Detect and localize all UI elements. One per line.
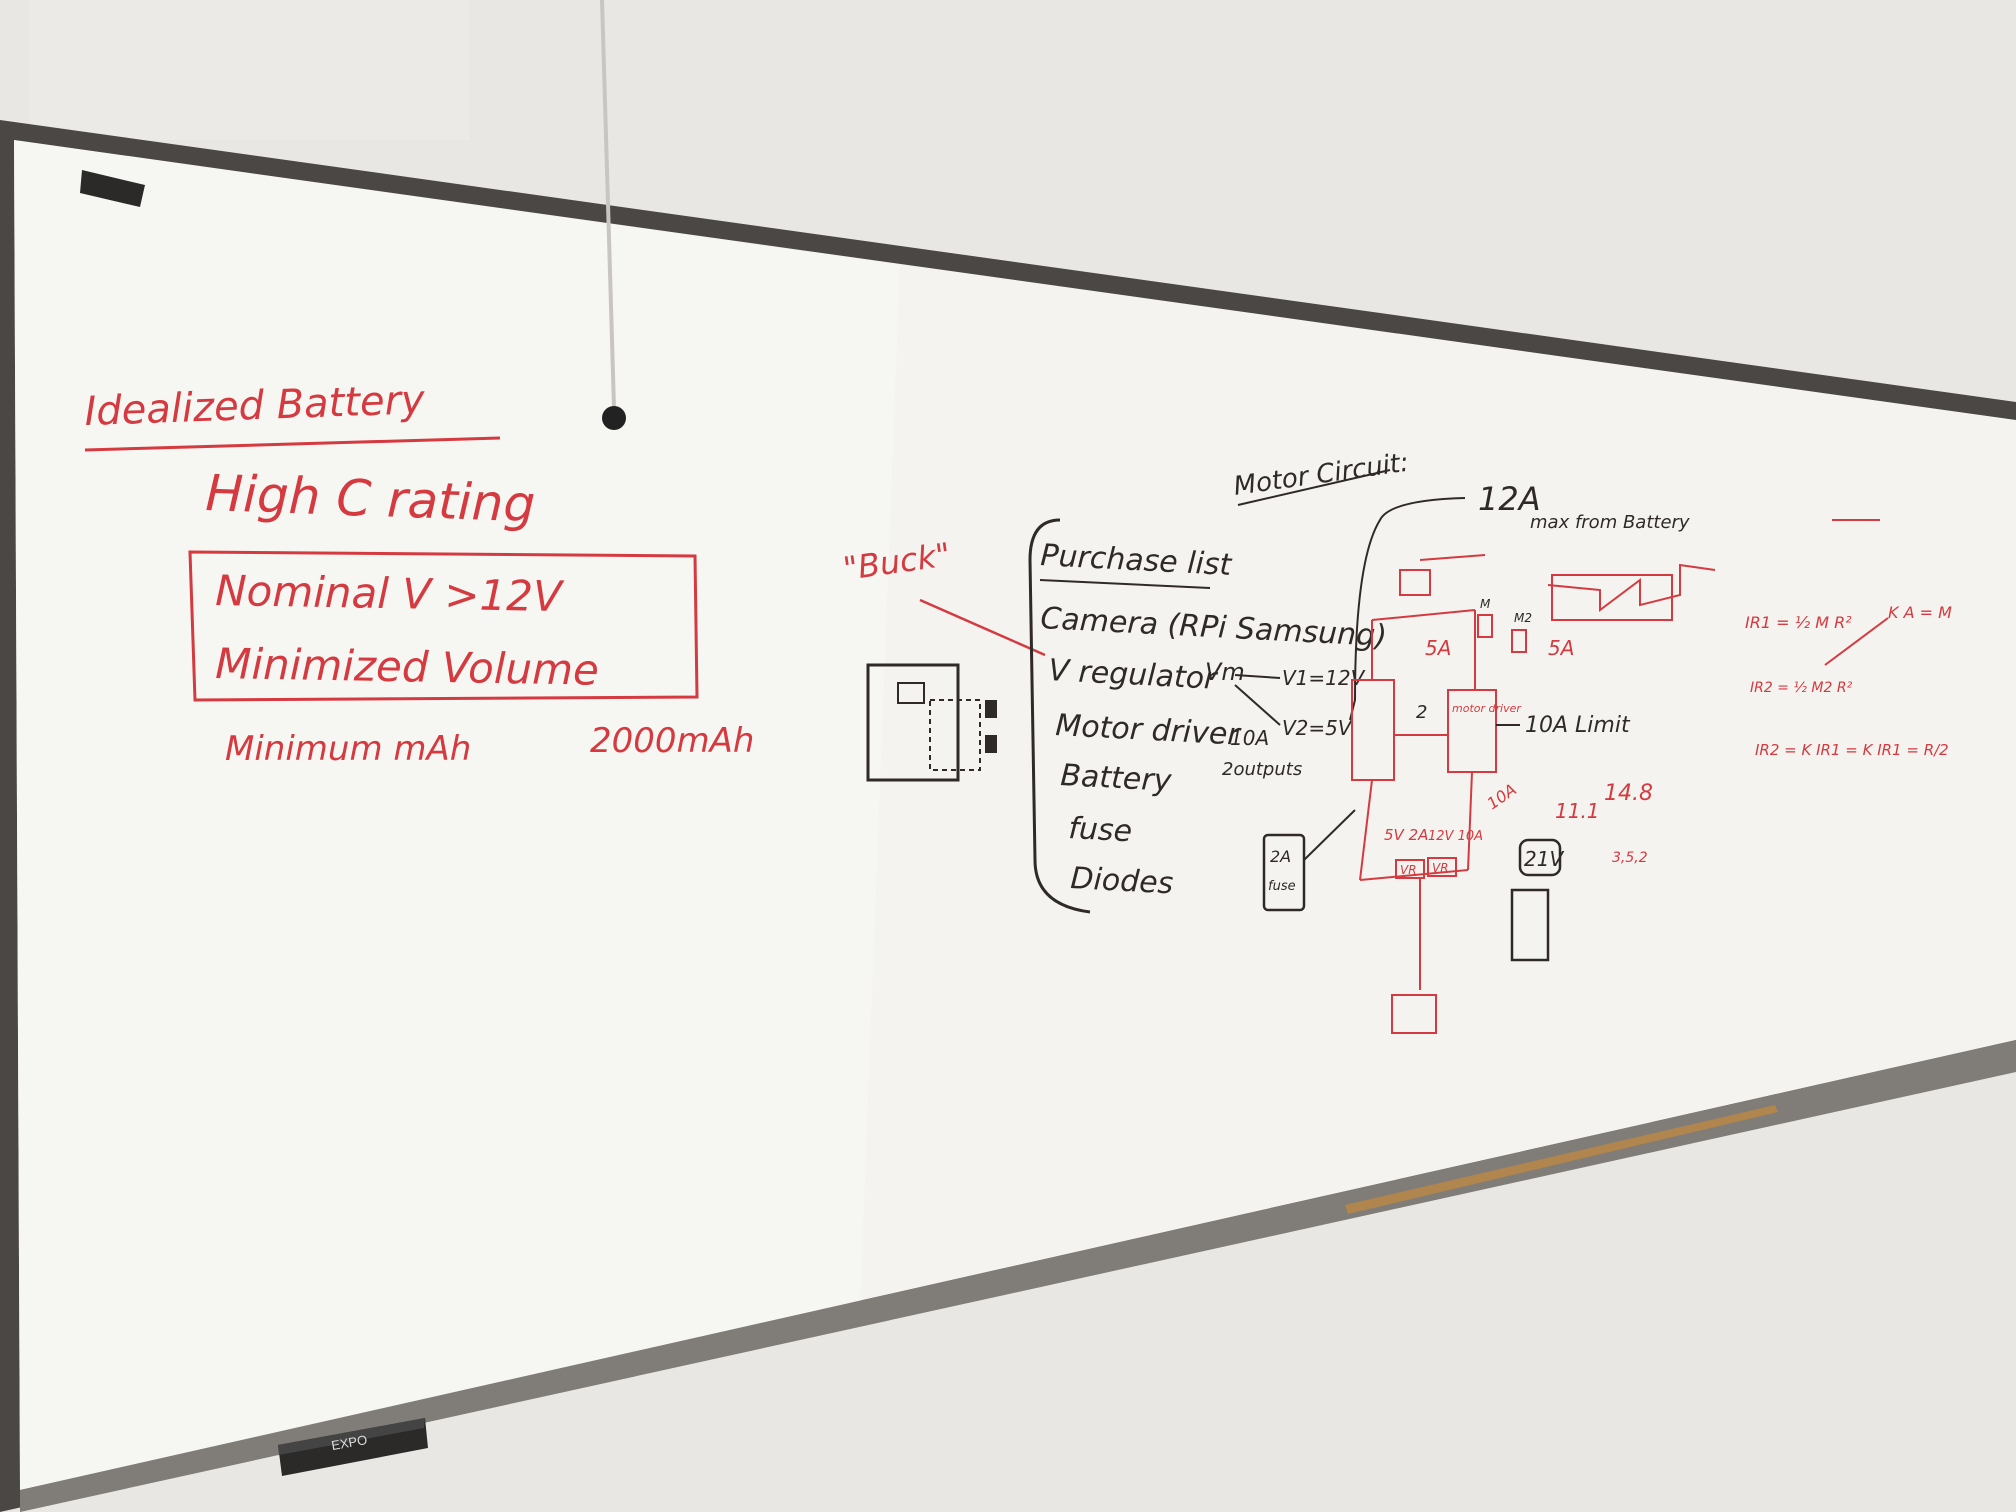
bottom-load	[1391, 994, 1437, 1034]
battery-voltage-label: 21V	[1524, 847, 1564, 871]
eraser-brand-label: EXPO	[330, 1432, 368, 1453]
left-current-5a: 5A	[1425, 636, 1451, 660]
motor-m1-label: M	[1480, 597, 1491, 611]
fuse-box-label: 2A	[1270, 847, 1291, 866]
marker-tray	[20, 1040, 2016, 1512]
title-underline	[84, 436, 501, 452]
reg-12v-10a: 12V 10A	[1428, 829, 1483, 844]
battery-pack-sketch	[1510, 888, 1550, 962]
expo-eraser[interactable]: EXPO	[278, 1418, 428, 1476]
motor-circuit-underline	[1237, 469, 1391, 506]
waveform-sketch	[1547, 563, 1716, 612]
motor-m2-label: M2	[1514, 611, 1532, 625]
buck-board	[866, 663, 960, 782]
buck-module	[929, 699, 981, 771]
minimum-mah-label: Minimum mAh	[225, 729, 471, 769]
fuse-box	[1262, 833, 1306, 912]
vr-right	[1427, 857, 1457, 877]
battery-box	[1518, 838, 1562, 877]
wood-ledge	[1345, 1105, 1778, 1214]
equation-1: IR1 = ½ M R²	[1745, 613, 1852, 632]
right-equations: IR1 = ½ M R² K A = M IR2 = ½ M2 R² IR2 =…	[1745, 519, 1952, 759]
waveform-box	[1551, 574, 1673, 621]
equation-4: K A = M	[1888, 603, 1952, 622]
vm-label: Vm	[1205, 658, 1245, 686]
minimum-mah-value: 2000mAh	[590, 721, 754, 761]
driver-note-outputs: 2outputs	[1222, 759, 1302, 780]
cells-note: 3,5,2	[1612, 850, 1648, 866]
requirements-box	[188, 550, 699, 702]
limit-10a-label: 10A Limit	[1525, 713, 1631, 738]
equation-2: IR2 = ½ M2 R²	[1750, 680, 1853, 696]
camera-sketch	[1399, 569, 1431, 596]
minimized-volume-line: Minimized Volume	[215, 639, 599, 695]
purchase-bracket	[1028, 518, 1091, 914]
value-14-8: 14.8	[1604, 781, 1653, 806]
board-sheen	[14, 140, 900, 1490]
wall-panel-left	[30, 0, 470, 140]
equation-3: IR2 = K IR1 = K IR1 = R/2	[1755, 741, 1949, 759]
reg-5v-2a: 5V 2A	[1384, 826, 1428, 844]
v1-label: V1=12V	[1282, 666, 1366, 690]
purchase-list-underline	[1039, 579, 1211, 589]
fuse-box-label2: fuse	[1268, 879, 1296, 894]
driver-note-10a: 10A	[1230, 726, 1269, 750]
vm-arrow-1	[1234, 674, 1281, 679]
motor-driver-label: motor driver	[1452, 702, 1522, 715]
buck-component	[897, 682, 925, 704]
purchase-item-battery: Battery	[1060, 758, 1174, 799]
buck-terminal-2	[985, 735, 997, 753]
buck-arrow	[919, 598, 1046, 657]
pull-cord-knob[interactable]	[602, 406, 626, 430]
vm-arrow-2	[1234, 684, 1281, 726]
node-2-label: 2	[1416, 702, 1427, 723]
value-11-1: 11.1	[1555, 799, 1600, 823]
nominal-v-line: Nominal V >12V	[215, 566, 566, 621]
battery-wire	[1349, 497, 1466, 721]
vr-right-label: VR	[1432, 861, 1449, 875]
motor-m2	[1511, 629, 1527, 653]
motor-m1	[1477, 614, 1493, 638]
buck-terminal-1	[985, 700, 997, 718]
right-current-5a: 5A	[1548, 636, 1574, 660]
left-notes: Idealized Battery High C rating Nominal …	[84, 377, 755, 769]
pull-cord	[600, 0, 616, 409]
purchase-item-fuse: fuse	[1068, 811, 1133, 849]
max-current-note: max from Battery	[1530, 512, 1690, 533]
v2-label: V2=5V	[1282, 716, 1353, 740]
equation-link	[1824, 617, 1889, 666]
red-schematic: motor driver	[1351, 554, 1716, 1034]
fuse-lead	[1303, 809, 1356, 861]
max-current-label: 12A	[1478, 480, 1541, 518]
vr-left	[1395, 859, 1425, 879]
high-c-rating: High C rating	[205, 464, 537, 533]
purchase-item-diodes: Diodes	[1070, 861, 1175, 901]
vr-left-label: VR	[1400, 863, 1417, 877]
black-magnet	[80, 170, 145, 207]
